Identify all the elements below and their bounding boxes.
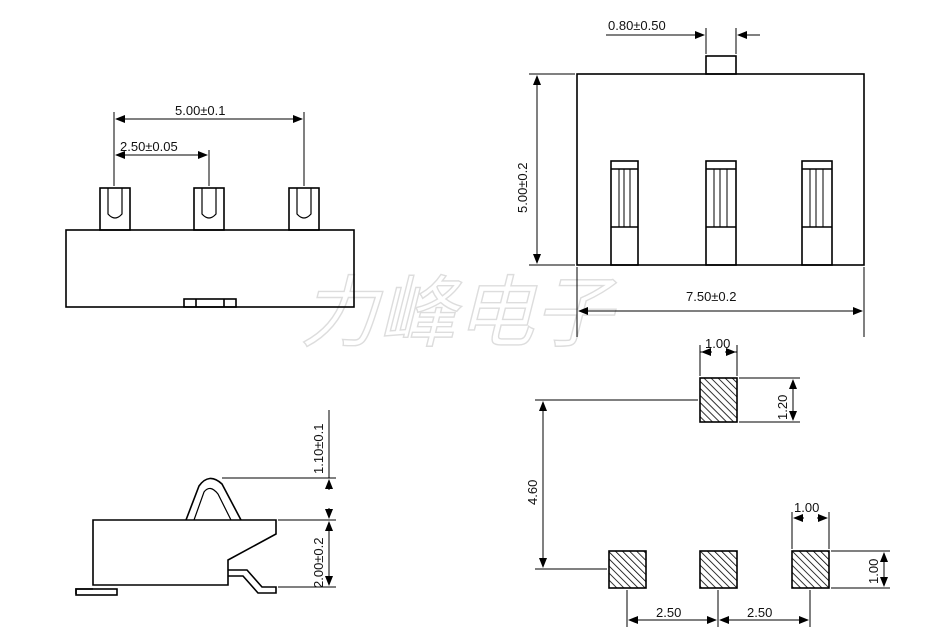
- front-terminal: [193, 187, 225, 231]
- watermark: 力峰电子: [300, 269, 617, 359]
- dim-actuator: 1.10±0.1: [311, 423, 326, 474]
- side-actuator: [185, 477, 242, 521]
- dim-actuator-width: 0.80±0.50: [608, 18, 666, 33]
- dim-body: 2.00±0.2: [311, 537, 326, 588]
- dim-pad-height: 1.00: [866, 559, 881, 584]
- front-terminal: [288, 187, 320, 231]
- dim-top-pad-height: 1.20: [775, 395, 790, 420]
- side-view: [75, 477, 277, 596]
- pad-dimensions: [535, 345, 890, 627]
- dim-pitch-outer: 5.00±0.1: [175, 103, 226, 118]
- dim-vertical-spacing: 4.60: [525, 480, 540, 505]
- front-view: [65, 187, 355, 308]
- dim-top-pad-width: 1.00: [705, 336, 730, 351]
- pad-bottom: [791, 550, 830, 589]
- top-terminal: [705, 160, 737, 266]
- front-dimensions: [113, 112, 305, 186]
- front-terminal: [99, 187, 131, 231]
- pad-bottom: [608, 550, 647, 589]
- pad-layout: [608, 377, 830, 589]
- top-view: [576, 55, 865, 266]
- side-dimensions: [222, 410, 336, 588]
- dim-pitch-left: 2.50: [656, 605, 681, 620]
- dim-pitch-right: 2.50: [747, 605, 772, 620]
- side-body: [92, 519, 277, 586]
- dim-pitch-inner: 2.50±0.05: [120, 139, 178, 154]
- front-actuator-tab: [183, 298, 237, 308]
- dim-pad-width: 1.00: [794, 500, 819, 515]
- top-terminal: [610, 160, 639, 266]
- top-terminal: [801, 160, 833, 266]
- dim-width: 7.50±0.2: [686, 289, 737, 304]
- top-actuator: [705, 55, 737, 75]
- pad-top: [699, 377, 738, 423]
- top-dimensions: [529, 28, 865, 337]
- side-left-lead: [75, 588, 118, 596]
- pad-bottom: [699, 550, 738, 589]
- side-right-lead: [228, 569, 277, 594]
- dim-height: 5.00±0.2: [515, 162, 530, 213]
